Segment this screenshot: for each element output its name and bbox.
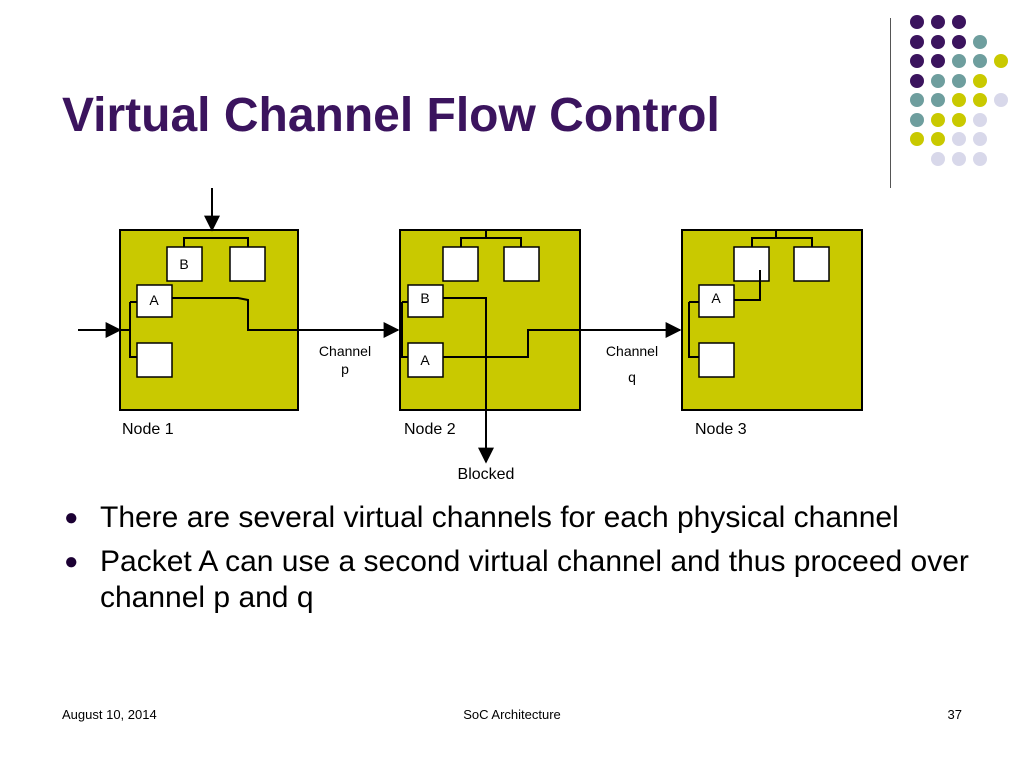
decor-dot bbox=[973, 132, 987, 146]
decor-dot bbox=[931, 34, 945, 49]
node-1-label: Node 1 bbox=[122, 421, 174, 438]
decor-dot bbox=[931, 132, 945, 146]
blocked-label: Blocked bbox=[458, 466, 515, 483]
channel-p-label-line2: p bbox=[341, 361, 349, 377]
decor-dot bbox=[994, 93, 1008, 107]
node-2-buffer-b-label: B bbox=[420, 290, 429, 306]
node-1: B A Node 1 bbox=[78, 188, 299, 438]
bullet-list: ● There are several virtual channels for… bbox=[62, 500, 982, 624]
node-1-route-a bbox=[172, 297, 298, 331]
virtual-channel-diagram: B A Node 1 Channel p B A Node 2 Channel … bbox=[78, 188, 863, 483]
decor-dot bbox=[931, 112, 945, 127]
node-1-buffer-top-left bbox=[166, 246, 203, 282]
footer-date: August 10, 2014 bbox=[62, 707, 157, 722]
decor-dot bbox=[910, 112, 924, 127]
decor-dot bbox=[973, 151, 987, 166]
node-3-left-bus bbox=[688, 302, 699, 358]
node-3-buffer-top-left bbox=[733, 246, 770, 282]
node-3-buffer-a-label: A bbox=[711, 290, 721, 306]
node-3-buffer-top-right bbox=[793, 246, 830, 282]
channel-q-label-line1: Channel bbox=[606, 343, 658, 359]
node-3-route-a bbox=[734, 270, 761, 301]
node-3-output-bus bbox=[751, 237, 813, 247]
bullet-text: Packet A can use a second virtual channe… bbox=[100, 545, 969, 614]
decor-dot bbox=[973, 93, 987, 107]
bullet-dot-icon: ● bbox=[64, 548, 79, 575]
node-2-buffer-top-right bbox=[503, 246, 540, 282]
node-2-buffer-top-left bbox=[442, 246, 479, 282]
bullet-text: There are several virtual channels for e… bbox=[100, 501, 899, 534]
decor-dot bbox=[952, 112, 966, 127]
decor-dot bbox=[931, 54, 945, 68]
footer-page-number: 37 bbox=[947, 707, 962, 722]
channel-p-label-line1: Channel bbox=[319, 343, 371, 359]
decor-dot bbox=[952, 151, 966, 166]
decor-dot bbox=[952, 132, 966, 146]
decor-dot bbox=[931, 73, 945, 88]
node-3-buffer-bottom bbox=[698, 342, 735, 378]
decor-dot bbox=[910, 15, 924, 29]
node-1-buffer-bottom bbox=[136, 342, 173, 378]
node-1-input-bus bbox=[183, 237, 249, 247]
title-divider bbox=[890, 18, 891, 188]
bullet-item: ● Packet A can use a second virtual chan… bbox=[62, 544, 982, 616]
node-2-buffer-a-label: A bbox=[420, 352, 430, 368]
decor-dot bbox=[973, 112, 987, 127]
node-2-blocked-arrow bbox=[443, 297, 494, 464]
channel-q-label-line2: q bbox=[628, 369, 636, 385]
decor-dot bbox=[931, 15, 945, 29]
decor-dot bbox=[910, 34, 924, 49]
decor-dot bbox=[973, 54, 987, 68]
decor-dot bbox=[952, 34, 966, 49]
node-1-box bbox=[119, 229, 299, 411]
node-2-buffer-a bbox=[407, 342, 444, 378]
node-1-buffer-b-label: B bbox=[179, 256, 188, 272]
decor-dot bbox=[952, 73, 966, 88]
node-2-left-bus bbox=[401, 302, 408, 358]
decor-dot bbox=[952, 54, 966, 68]
node-2-label: Node 2 bbox=[404, 421, 456, 438]
slide-title: Virtual Channel Flow Control bbox=[62, 89, 720, 142]
footer-title: SoC Architecture bbox=[463, 707, 561, 722]
node-3-label: Node 3 bbox=[695, 421, 747, 438]
decor-dot bbox=[910, 54, 924, 68]
node-1-left-bus bbox=[129, 302, 137, 358]
node-3: A Node 3 bbox=[681, 229, 863, 438]
decor-dot bbox=[910, 132, 924, 146]
decor-dot bbox=[973, 73, 987, 88]
node-2: B A Node 2 bbox=[399, 229, 581, 464]
node-1-buffer-a-label: A bbox=[149, 292, 159, 308]
bullet-item: ● There are several virtual channels for… bbox=[62, 500, 982, 536]
decor-dot bbox=[931, 151, 945, 166]
decor-dot bbox=[952, 93, 966, 107]
node-2-output-bus bbox=[460, 237, 522, 247]
node-2-box bbox=[399, 229, 581, 411]
decor-dot bbox=[973, 34, 987, 49]
decor-dot bbox=[910, 93, 924, 107]
node-2-route-a bbox=[443, 329, 580, 358]
node-1-buffer-top-right bbox=[229, 246, 266, 282]
decor-dot bbox=[952, 15, 966, 29]
decor-dot bbox=[931, 93, 945, 107]
decor-dot bbox=[910, 73, 924, 88]
node-2-buffer-b bbox=[407, 284, 444, 318]
bullet-dot-icon: ● bbox=[64, 504, 79, 531]
decor-dot bbox=[994, 54, 1008, 68]
node-3-box bbox=[681, 229, 863, 411]
